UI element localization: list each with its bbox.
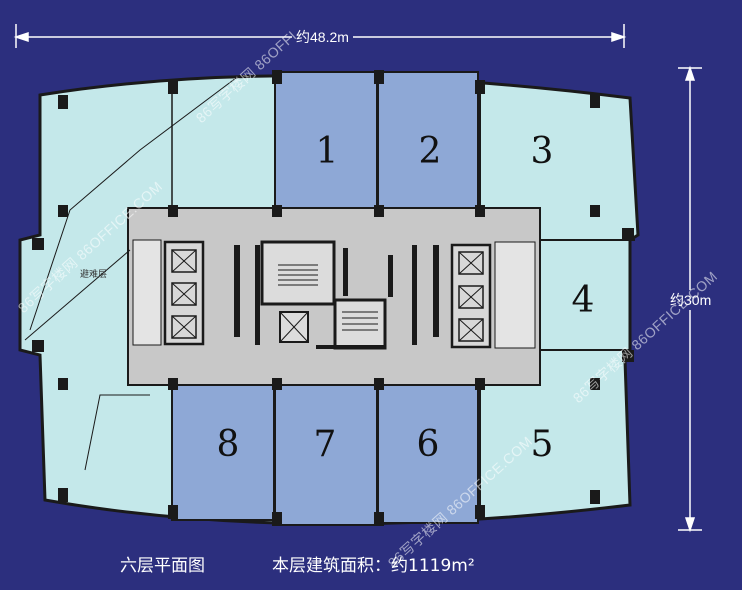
elevator-car xyxy=(171,249,197,273)
unit-label-6: 6 xyxy=(417,424,440,465)
elevator-car xyxy=(458,285,484,309)
elevator-car xyxy=(458,318,484,342)
width-label: 约48.2m xyxy=(292,27,353,47)
depth-label: 约30m xyxy=(668,290,714,310)
elevator-car xyxy=(458,251,484,275)
unit-label-4: 4 xyxy=(572,280,595,321)
structural-columns xyxy=(32,70,634,526)
unit-1-area xyxy=(274,71,378,211)
floor-area-caption: 本层建筑面积：约1119m² xyxy=(272,556,475,576)
refuge-area-lines xyxy=(24,74,241,471)
elevator-bank-right xyxy=(450,243,492,349)
unit-8-area xyxy=(171,384,275,521)
unit-7-area xyxy=(274,384,378,526)
elevator-car xyxy=(171,315,197,339)
unit-label-1: 1 xyxy=(316,131,339,172)
unit-label-3: 3 xyxy=(531,131,554,172)
restroom-right xyxy=(494,241,536,349)
unit-label-2: 2 xyxy=(419,131,442,172)
restroom-left xyxy=(132,239,162,346)
elevator-bank-left xyxy=(163,240,205,346)
refuge-label: 避难层 xyxy=(80,268,107,280)
floor-plan-title: 六层平面图 xyxy=(120,556,205,576)
unit-label-8: 8 xyxy=(217,424,240,465)
unit-label-5: 5 xyxy=(531,424,554,465)
unit-label-7: 7 xyxy=(314,424,337,465)
unit-6-area xyxy=(377,384,479,524)
stair-core-a xyxy=(260,240,336,306)
elevator-car xyxy=(171,282,197,306)
